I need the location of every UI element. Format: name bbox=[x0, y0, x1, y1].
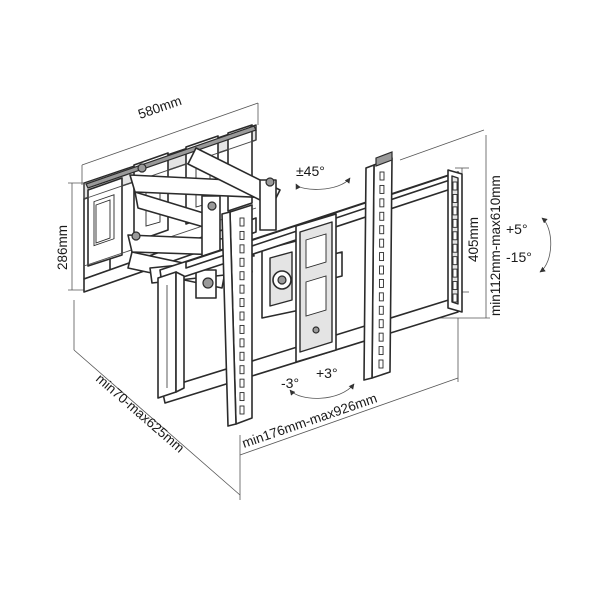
vesa-slot bbox=[239, 311, 245, 321]
vesa-holes bbox=[239, 171, 458, 415]
vesa-slot bbox=[378, 346, 384, 356]
horizontal-range-label: min176mm-max926mm bbox=[240, 390, 379, 450]
vesa-slot bbox=[239, 338, 245, 348]
vesa-slot bbox=[452, 243, 458, 253]
vesa-slot bbox=[239, 217, 245, 227]
vesa-slot bbox=[239, 324, 245, 334]
left-vesa-bracket bbox=[221, 204, 253, 427]
vesa-slot bbox=[379, 198, 385, 208]
vesa-slot bbox=[239, 244, 245, 254]
tilt-down-label: -15° bbox=[506, 249, 532, 265]
vesa-slot bbox=[378, 292, 384, 302]
vesa-slot bbox=[379, 238, 385, 248]
vesa-slot bbox=[239, 284, 245, 294]
panel-height-label: 405mm bbox=[466, 217, 481, 262]
vesa-slot bbox=[379, 265, 384, 275]
vesa-slot bbox=[452, 281, 458, 291]
height-label: 286mm bbox=[55, 225, 70, 270]
vesa-slot bbox=[239, 365, 245, 375]
vesa-slot bbox=[452, 268, 458, 278]
vesa-slot bbox=[452, 293, 458, 303]
tilt-up-label: +5° bbox=[506, 221, 528, 237]
vesa-slot bbox=[378, 359, 384, 369]
vertical-range-label: min112mm-max610mm bbox=[488, 175, 503, 316]
vesa-slot bbox=[378, 319, 384, 329]
vesa-slot bbox=[379, 252, 385, 262]
vesa-slot bbox=[452, 206, 458, 216]
left-vertical-arm bbox=[157, 271, 185, 399]
vesa-slot bbox=[452, 231, 458, 241]
vesa-slot bbox=[239, 271, 245, 281]
vesa-slot bbox=[379, 171, 385, 181]
rotation-arrows bbox=[289, 177, 552, 399]
vesa-slot bbox=[379, 225, 385, 235]
vesa-slot bbox=[378, 305, 384, 315]
center-plate bbox=[295, 213, 337, 363]
right-vesa-bracket bbox=[363, 151, 393, 381]
vesa-slot bbox=[379, 184, 385, 194]
vesa-slot bbox=[452, 193, 458, 203]
vesa-slot bbox=[239, 257, 245, 267]
vesa-slot bbox=[239, 298, 245, 308]
vesa-slot bbox=[378, 278, 384, 288]
vesa-slot bbox=[239, 405, 245, 415]
level-minus-label: -3° bbox=[281, 375, 299, 391]
vesa-slot bbox=[378, 332, 384, 342]
vesa-slot bbox=[452, 218, 458, 228]
vesa-slot bbox=[239, 378, 245, 388]
right-end-post bbox=[447, 169, 463, 313]
vesa-slot bbox=[239, 392, 245, 402]
vesa-slot bbox=[239, 351, 245, 361]
swivel-label: ±45° bbox=[296, 163, 325, 179]
width-label: 580mm bbox=[136, 93, 183, 122]
vesa-slot bbox=[239, 230, 245, 240]
vesa-slot bbox=[452, 181, 458, 191]
vesa-slot bbox=[452, 256, 458, 266]
vesa-slot bbox=[379, 211, 385, 221]
level-plus-label: +3° bbox=[316, 365, 338, 381]
